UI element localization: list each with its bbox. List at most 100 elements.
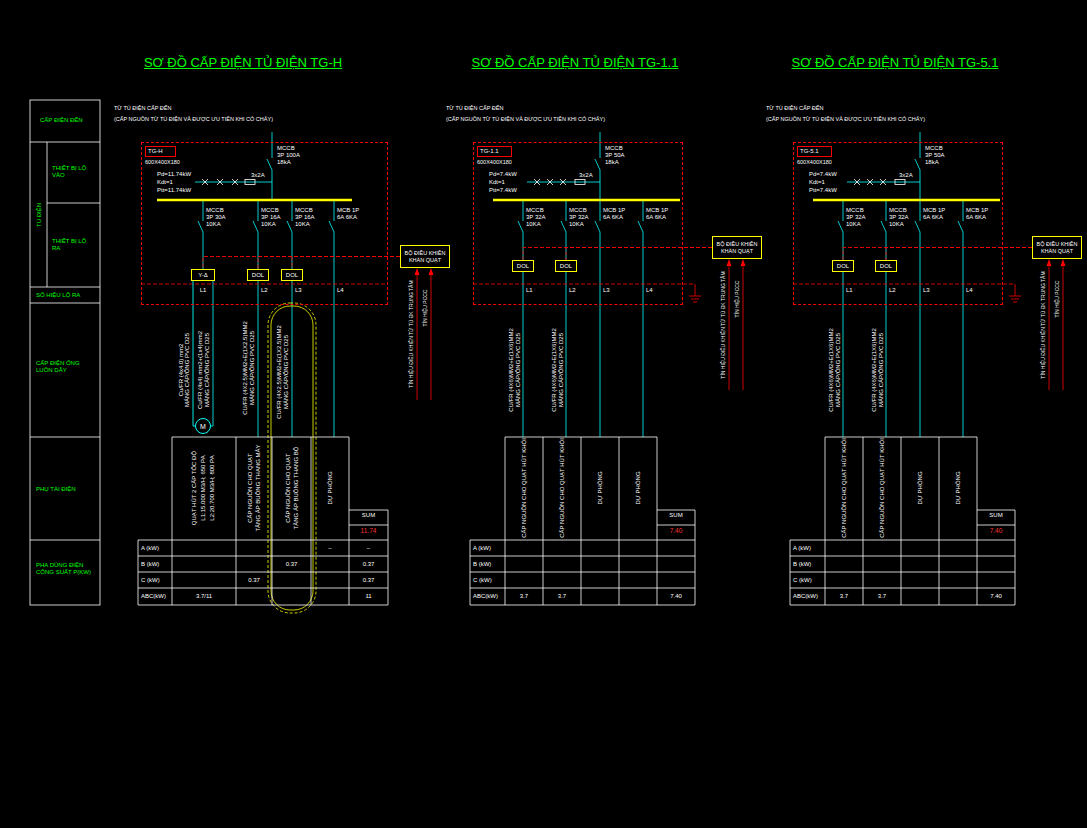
row-label: C (kW) xyxy=(793,577,812,583)
breaker-rating: MCB 1P 6A 6KA xyxy=(603,207,625,220)
breaker-rating: MCCB 3P 30A 10KA xyxy=(206,207,230,228)
breaker-rating: MCCB 3P 100A 18kA xyxy=(277,145,301,166)
feeder-number: L4 xyxy=(646,287,653,293)
load-name: CẤP NGUỒN CHO QUẠT HÚT KHÓI xyxy=(521,438,527,538)
signal-name: TÍN HIỆU ĐIỀU KHIỂN TỪ TỦ ĐK TRUNG TÂM xyxy=(720,271,726,378)
source-note: (CẤP NGUỒN TỪ TỦ ĐIỆN VÀ ĐƯỢC ƯU TIÊN KH… xyxy=(766,116,925,122)
table-cell: – xyxy=(367,545,370,551)
load-name: CẤP NGUỒN CHO QUẠT HÚT KHÓI xyxy=(879,438,885,538)
row-label: A (kW) xyxy=(793,545,811,552)
breaker-rating: MCB 1P 6A 6KA xyxy=(966,207,990,221)
load-name: L2:20.700 M3/H; 800 PA xyxy=(209,455,215,520)
diagram-title: SƠ ĐỒ CẤP ĐIỆN TỦ ĐIỆN TG-H xyxy=(144,56,342,71)
breaker-rating: MCCB 3P 32A 10KA xyxy=(846,207,870,228)
row-label: A (kW) xyxy=(473,545,491,552)
sum-value: 7.40 xyxy=(670,527,683,534)
breaker-rating: MCCB 3P 32A 10KA xyxy=(526,207,550,228)
sum-value: 7.40 xyxy=(990,527,1003,534)
row-label: ABC(kW) xyxy=(141,593,166,599)
cable-spec: Cu/FR (4x4) mm2+(1x4)mm2 xyxy=(197,331,203,409)
breaker-rating: MCB 1P 6A 6KA xyxy=(603,207,627,221)
table-cell: 0.37 xyxy=(363,561,375,567)
load-name: TĂNG ÁP BUỒNG THANG MÁY xyxy=(255,444,261,531)
diagram-title: SƠ ĐỒ CẤP ĐIỆN TỦ ĐIỆN TG-1.1 xyxy=(472,55,679,70)
load-name: DỰ PHÒNG xyxy=(917,471,923,504)
source-note: TỪ TỦ ĐIỆN CẤP ĐẾN xyxy=(446,105,503,111)
table-cell: – xyxy=(328,545,331,552)
signal-name: TÍN HIỆU PCCC xyxy=(423,290,428,327)
motor-symbol: M xyxy=(195,418,211,434)
signal-line xyxy=(417,274,431,400)
cable-spec: CU/FR (4X2.5)MM2+E(1X2.5)MM2 xyxy=(242,321,248,415)
header-table xyxy=(30,100,100,605)
load-name: TĂNG ÁP BUỒNG THANG BỘ xyxy=(293,447,299,530)
breaker-rating: MCB 1P 6A 6KA xyxy=(337,207,361,221)
table-cell: 3.7/11 xyxy=(196,593,212,599)
table-cell: 0.37 xyxy=(363,561,375,568)
panel-name: TG-1.1 xyxy=(477,146,512,157)
load-name: CẤP NGUỒN CHO QUẠT xyxy=(247,453,253,523)
signal-line xyxy=(729,265,743,390)
row-label: ABC(kW) xyxy=(473,593,498,600)
breaker-rating: MCCB 3P 32A 10KA xyxy=(889,207,908,227)
load-name: L2:20.700 M3/H; 800 PA xyxy=(209,455,215,520)
node-label: DOL xyxy=(517,263,529,269)
node-label: M xyxy=(200,423,206,430)
table-cell: SUM xyxy=(362,512,375,519)
motor-starter-box: DOL xyxy=(281,269,303,281)
table-cell: 7.40 xyxy=(990,593,1002,599)
breaker-rating: MCCB 3P 16A 10KA xyxy=(295,207,319,228)
load-table xyxy=(138,437,388,605)
table-cell: 7.40 xyxy=(670,593,682,600)
table-cell: 3.7 xyxy=(840,593,848,600)
source-note: TỪ TỦ ĐIỆN CẤP ĐẾN xyxy=(446,105,503,111)
ground-symbol xyxy=(689,284,701,302)
load-name: DỰ PHÒNG xyxy=(917,471,923,504)
row-label: A (kW) xyxy=(473,545,491,551)
node-label: BỘ ĐIỀU KHIỂN KHẨN QUẠT xyxy=(1035,241,1079,254)
breaker-rating: MCCB 3P 32A 10KA xyxy=(526,207,545,227)
cable-spec: CU/FR (4X6)MM2+E(1X6)MM2 xyxy=(871,328,877,412)
motor-cable xyxy=(193,281,195,426)
node-label: DOL xyxy=(286,272,298,278)
row-header: CẤP ĐIỆN ĐẾN xyxy=(40,117,83,123)
load-name: CẤP NGUỒN CHO QUẠT HÚT KHÓI xyxy=(559,438,565,538)
outgoing-feeder xyxy=(595,200,600,437)
breaker-rating: MCB 1P 6A 6KA xyxy=(337,207,359,220)
breaker-rating: MCB 1P 6A 6KA xyxy=(923,207,945,220)
table-cell: SUM xyxy=(669,512,682,518)
diagram-title: SƠ ĐỒ CẤP ĐIỆN TỦ ĐIỆN TG-1.1 xyxy=(472,56,679,71)
load-value: Kdt=1 xyxy=(809,179,825,186)
breaker-rating: MCB 1P 6A 6KA xyxy=(966,207,988,220)
row-label: C (kW) xyxy=(793,577,812,584)
load-name: DỰ PHÒNG xyxy=(635,471,641,504)
load-value: Ptt=7.4kW xyxy=(809,187,837,194)
fan-controller-box: BỘ ĐIỀU KHIỂN KHẨN QUẠT xyxy=(1032,236,1082,259)
feeder-number: L1 xyxy=(526,287,533,293)
feeder-number: L3 xyxy=(603,287,610,293)
load-name: CẤP NGUỒN CHO QUẠT HÚT KHÓI xyxy=(841,438,847,538)
row-label: ABC(kW) xyxy=(473,593,498,599)
feeder-number: L3 xyxy=(295,287,302,293)
cable-spec: CU/FR (4X6)MM2+E(1X6)MM2 xyxy=(828,328,834,412)
source-note: TỪ TỦ ĐIỆN CẤP ĐẾN xyxy=(114,105,171,111)
table-cell: 0.37 xyxy=(363,577,375,584)
cable-spec: MÁNG CÁP/ỐNG PVC D25 xyxy=(558,333,564,407)
feeder-number: L2 xyxy=(569,287,576,293)
node-label: DOL xyxy=(837,263,849,269)
breaker-rating: MCB 1P 6A 6KA xyxy=(646,207,670,221)
source-note: (CẤP NGUỒN TỪ TỦ ĐIỆN VÀ ĐƯỢC ƯU TIÊN KH… xyxy=(766,116,925,122)
metering-branch xyxy=(195,182,272,183)
diagram-title: SƠ ĐỒ CẤP ĐIỆN TỦ ĐIỆN TG-5.1 xyxy=(792,56,999,71)
signal-name: TÍN HIỆU ĐIỀU KHIỂN TỪ TỦ ĐK TRUNG TÂM xyxy=(1040,271,1046,378)
table-cell: SUM xyxy=(362,512,375,518)
cable-spec: MÁNG CÁP/ỐNG PVC D25 xyxy=(184,333,190,407)
signal-arrowhead xyxy=(727,259,746,266)
source-note: (CẤP NGUỒN TỪ TỦ ĐIỆN VÀ ĐƯỢC ƯU TIÊN KH… xyxy=(114,116,273,122)
source-note: TỪ TỦ ĐIỆN CẤP ĐẾN xyxy=(114,105,171,111)
cable-spec: MÁNG CÁP/ỐNG PVC D25 xyxy=(283,335,289,409)
feeder-number: L4 xyxy=(966,287,973,293)
revision-cloud xyxy=(271,306,313,610)
control-wire xyxy=(886,248,1032,261)
